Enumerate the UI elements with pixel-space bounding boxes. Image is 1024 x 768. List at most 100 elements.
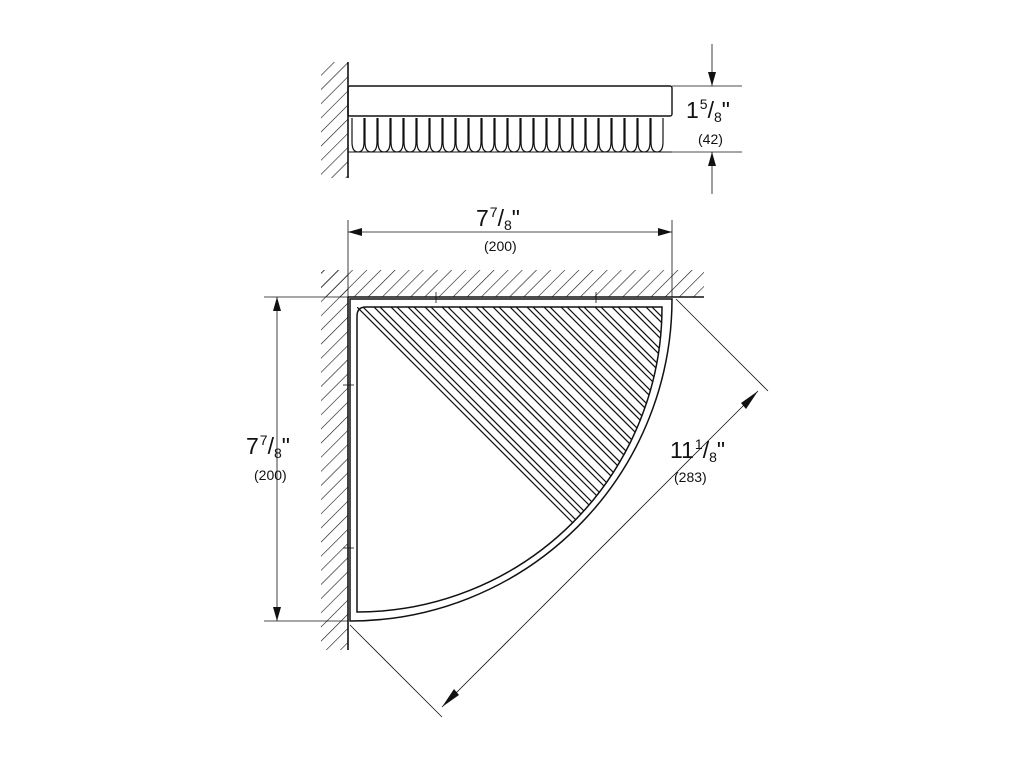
wire-slat xyxy=(741,300,1024,630)
wire-slat xyxy=(928,300,1024,630)
wire-slat xyxy=(434,307,662,612)
wire-loop xyxy=(429,118,443,153)
wire-slat xyxy=(945,300,1024,630)
wire-slat xyxy=(673,300,1003,630)
wire-slat xyxy=(775,300,1024,630)
width-dimension-label: 77/8" xyxy=(476,204,520,233)
wire-slat-edge xyxy=(781,300,1024,630)
wire-loop xyxy=(377,118,391,153)
height-arrow-bottom xyxy=(708,152,716,166)
wire-slat-edge xyxy=(747,300,1024,630)
wire-loop xyxy=(364,118,378,153)
wire-slat-edge xyxy=(593,307,662,612)
wire-slat xyxy=(690,300,1020,630)
wire-slat xyxy=(570,307,662,612)
depth-arrow-top xyxy=(273,297,281,311)
wire-slat-edge xyxy=(406,307,662,612)
back-wall-hatch xyxy=(321,270,704,297)
wire-slat-edge xyxy=(730,300,1024,630)
wire-slat-edge xyxy=(900,300,1024,630)
wire-slat xyxy=(809,300,1024,630)
shelf-top-rail xyxy=(347,85,673,117)
wire-loop xyxy=(624,118,638,153)
side-wall-hatch xyxy=(321,62,348,178)
wire-slat-edge xyxy=(679,300,1009,630)
wire-loop xyxy=(559,118,573,153)
wire-loop xyxy=(481,118,495,153)
wire-slat-edge xyxy=(576,307,662,612)
width-arrow-left xyxy=(348,228,362,236)
diagonal-dimension-metric: (283) xyxy=(674,469,707,485)
top-view: 77/8" (200) 77/8" (200) 111/8" (283) xyxy=(246,204,1024,718)
wire-slat xyxy=(502,307,662,612)
depth-dimension-metric: (200) xyxy=(254,467,287,483)
wire-slat xyxy=(894,300,1024,630)
wire-slat-edge xyxy=(525,307,662,612)
wire-slat-edge xyxy=(661,307,662,612)
wire-slat xyxy=(877,300,1024,630)
height-dimension-label: 15/8" xyxy=(686,96,730,125)
diagonal-arrow-bottom xyxy=(442,689,459,707)
wire-loop xyxy=(416,118,430,153)
depth-dimension-label: 77/8" xyxy=(246,432,290,461)
wire-slat-edge xyxy=(951,300,1024,630)
wire-slat xyxy=(553,307,662,612)
wire-slat-edge xyxy=(798,300,1024,630)
wire-slat xyxy=(400,307,662,612)
wire-loop xyxy=(455,118,469,153)
side-view: 15/8" (42) xyxy=(321,44,742,194)
depth-arrow-bottom xyxy=(273,607,281,621)
wire-loop xyxy=(611,118,625,153)
wire-slat-edge xyxy=(508,307,662,612)
wire-slat-edge xyxy=(559,307,662,612)
wire-slat xyxy=(707,300,1024,630)
wire-slat xyxy=(519,307,662,612)
wire-slat-edge xyxy=(764,300,1024,630)
wire-loop xyxy=(533,118,547,153)
wire-slat-edge xyxy=(696,300,1024,630)
wire-slat-edge xyxy=(883,300,1024,630)
wire-slat xyxy=(860,300,1024,630)
wire-loop xyxy=(650,118,664,153)
wire-slat xyxy=(911,300,1024,630)
wire-loop xyxy=(598,118,612,153)
diagonal-dimension-label: 111/8" xyxy=(670,436,725,465)
wire-slat xyxy=(451,307,662,612)
wire-slat-edge xyxy=(968,300,1024,630)
wire-slat xyxy=(758,300,1024,630)
width-dimension-metric: (200) xyxy=(484,238,517,254)
wall-corner-mask xyxy=(348,297,708,657)
diagonal-arrow-top xyxy=(741,391,758,409)
wire-slat-edge xyxy=(542,307,662,612)
wire-slat-edge xyxy=(832,300,1024,630)
wire-loop xyxy=(351,118,365,153)
wire-loop xyxy=(468,118,482,153)
diagonal-extension-bottom xyxy=(349,624,443,718)
wire-slat-edge xyxy=(423,307,662,612)
wire-loop xyxy=(403,118,417,153)
diagonal-extension-top xyxy=(675,298,769,392)
wire-slat-edge xyxy=(440,307,662,612)
wire-basket-loops xyxy=(351,118,664,153)
wire-slat-edge xyxy=(713,300,1024,630)
wire-slat-edge xyxy=(389,307,662,612)
height-arrow-top xyxy=(708,72,716,86)
wire-loop xyxy=(637,118,651,153)
wire-slat xyxy=(724,300,1024,630)
wire-loop xyxy=(572,118,586,153)
wire-slat-edge xyxy=(849,300,1024,630)
diagonal-dimension-line xyxy=(441,390,759,708)
wire-slat xyxy=(962,300,1024,630)
wire-loop xyxy=(390,118,404,153)
wire-slat xyxy=(536,307,662,612)
wire-slat xyxy=(417,307,662,612)
width-arrow-right xyxy=(658,228,672,236)
wire-slat-edge xyxy=(866,300,1024,630)
shelf-outer-frame xyxy=(349,298,673,622)
side-wall-hatch-plan xyxy=(321,270,348,650)
wire-loop xyxy=(442,118,456,153)
wire-slat-edge xyxy=(934,300,1024,630)
wire-slat xyxy=(843,300,1024,630)
wire-slat xyxy=(587,307,662,612)
